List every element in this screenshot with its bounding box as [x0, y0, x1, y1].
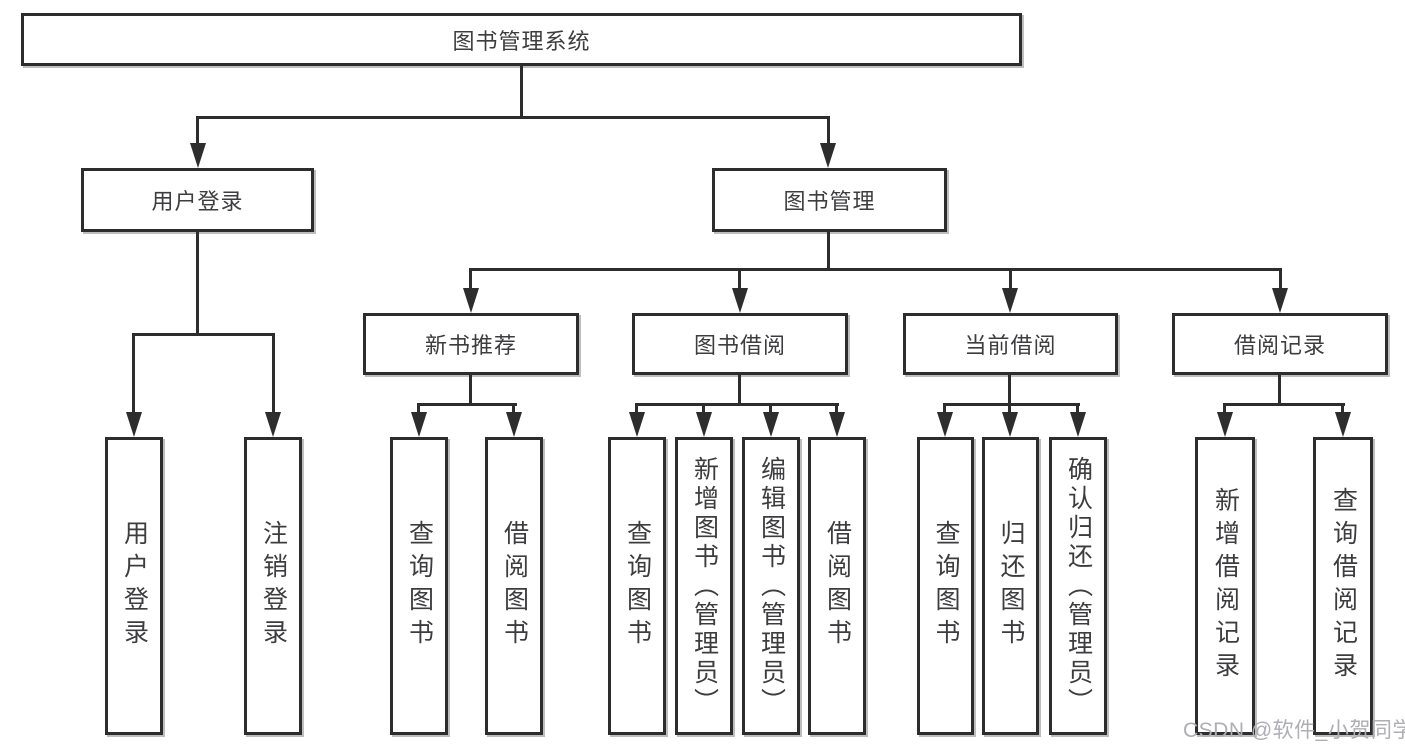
leaf-edit-book-admin-label: 编辑图书（管理员）: [757, 455, 786, 717]
leaf-edit-book-admin: 编辑图书（管理员）: [742, 437, 800, 735]
leaf-user-login: 用户登录: [105, 437, 163, 735]
connector-to-leaf-edit-book: [769, 403, 772, 414]
connector-new-book-split: [417, 403, 517, 406]
connector-root-to-book-mgmt: [827, 116, 830, 146]
leaf-borrow-books: 借阅图书: [808, 437, 866, 735]
node-root-label: 图书管理系统: [452, 28, 591, 54]
node-new-book-recommend: 新书推荐: [363, 313, 579, 375]
node-root: 图书管理系统: [21, 13, 1022, 66]
arrowhead-current-borrow: [1002, 288, 1018, 313]
arrowhead-leaf-logout: [265, 412, 281, 437]
arrowhead-book-borrow: [732, 288, 748, 313]
connector-to-leaf-query3: [943, 403, 946, 414]
connector-root-split: [197, 116, 830, 119]
leaf-add-book-admin: 新增图书（管理员）: [675, 437, 733, 735]
node-user-login-label: 用户登录: [151, 189, 244, 214]
node-current-borrow-label: 当前借阅: [964, 333, 1057, 358]
arrowhead-leaf-borrow1: [506, 412, 522, 437]
node-book-borrow: 图书借阅: [632, 313, 848, 375]
connector-current-borrow-split: [943, 403, 1080, 406]
arrowhead-leaf-add-record: [1217, 412, 1233, 437]
connector-to-leaf-borrow2: [835, 403, 838, 414]
arrowhead-leaf-confirm-return: [1070, 412, 1086, 437]
connector-to-new-book: [469, 268, 472, 292]
connector-to-leaf-query2: [635, 403, 638, 414]
leaf-borrow-books-label: 借阅图书: [823, 520, 852, 652]
arrowhead-leaf-return-book: [1002, 412, 1018, 437]
connector-book-borrow-stem: [738, 375, 741, 406]
leaf-query-books-borrow: 查询图书: [608, 437, 666, 735]
connector-root-to-user-login: [196, 116, 199, 146]
leaf-borrow-books-recommend-label: 借阅图书: [500, 520, 529, 652]
connector-new-book-stem: [469, 375, 472, 406]
connector-root-stem: [520, 66, 523, 118]
leaf-logout-label: 注销登录: [259, 520, 288, 652]
connector-user-login-split: [132, 333, 275, 336]
node-borrow-records-label: 借阅记录: [1233, 333, 1326, 358]
arrowhead-leaf-login: [126, 412, 142, 437]
connector-book-mgmt-stem: [827, 232, 830, 271]
connector-to-leaf-logout: [272, 333, 275, 413]
node-book-management-label: 图书管理: [783, 189, 876, 214]
leaf-return-book-label: 归还图书: [997, 520, 1025, 652]
leaf-query-borrow-record-label: 查询借阅记录: [1329, 487, 1358, 685]
arrowhead-user-login: [190, 143, 206, 168]
node-borrow-records: 借阅记录: [1172, 313, 1388, 375]
leaf-logout: 注销登录: [244, 437, 302, 735]
connector-current-borrow-stem: [1008, 375, 1011, 406]
leaf-query-books-current: 查询图书: [917, 437, 974, 735]
leaf-confirm-return-admin: 确认归还（管理员）: [1049, 437, 1107, 735]
node-book-management: 图书管理: [712, 168, 947, 232]
connector-to-leaf-confirm-return: [1076, 403, 1079, 414]
leaf-add-borrow-record: 新增借阅记录: [1195, 437, 1255, 735]
connector-to-leaf-add-record: [1223, 403, 1226, 414]
arrowhead-leaf-query3: [937, 412, 953, 437]
connector-borrow-records-split: [1223, 403, 1345, 406]
connector-user-login-stem: [196, 232, 199, 336]
arrowhead-leaf-add-book: [696, 412, 712, 437]
arrowhead-leaf-query1: [411, 412, 427, 437]
arrowhead-new-book: [463, 288, 479, 313]
connector-to-leaf-return-book: [1008, 403, 1011, 414]
watermark: CSDN @软件_小贺同学: [1183, 719, 1405, 742]
leaf-query-books-borrow-label: 查询图书: [623, 520, 652, 652]
leaf-borrow-books-recommend: 借阅图书: [485, 437, 543, 735]
node-new-book-recommend-label: 新书推荐: [424, 333, 517, 358]
connector-to-borrow-records: [1279, 268, 1282, 292]
arrowhead-book-mgmt: [820, 143, 836, 168]
leaf-add-book-admin-label: 新增图书（管理员）: [690, 455, 719, 717]
connector-to-current-borrow: [1009, 268, 1012, 292]
leaf-query-books-recommend: 查询图书: [390, 437, 448, 735]
node-current-borrow: 当前借阅: [903, 313, 1118, 375]
connector-borrow-records-stem: [1278, 375, 1281, 406]
leaf-add-borrow-record-label: 新增借阅记录: [1211, 487, 1240, 685]
leaf-user-login-label: 用户登录: [120, 520, 149, 652]
connector-to-leaf-borrow1: [512, 403, 515, 414]
arrowhead-leaf-query-record: [1335, 412, 1351, 437]
leaf-return-book: 归还图书: [982, 437, 1039, 735]
arrowhead-leaf-query2: [629, 412, 645, 437]
connector-to-leaf-add-book: [702, 403, 705, 414]
connector-to-leaf-query1: [417, 403, 420, 414]
leaf-confirm-return-admin-label: 确认归还（管理员）: [1064, 455, 1093, 717]
leaf-query-books-current-label: 查询图书: [932, 520, 960, 652]
arrowhead-leaf-borrow2: [829, 412, 845, 437]
arrowhead-leaf-edit-book: [763, 412, 779, 437]
node-book-borrow-label: 图书借阅: [693, 333, 786, 358]
connector-to-leaf-query-record: [1341, 403, 1344, 414]
leaf-query-borrow-record: 查询借阅记录: [1313, 437, 1373, 735]
arrowhead-borrow-records: [1272, 288, 1288, 313]
connector-to-book-borrow: [738, 268, 741, 292]
node-user-login: 用户登录: [81, 168, 314, 232]
connector-book-borrow-split: [635, 403, 839, 406]
connector-book-mgmt-split: [469, 268, 1282, 271]
leaf-query-books-recommend-label: 查询图书: [405, 520, 434, 652]
connector-to-leaf-login: [132, 333, 135, 413]
